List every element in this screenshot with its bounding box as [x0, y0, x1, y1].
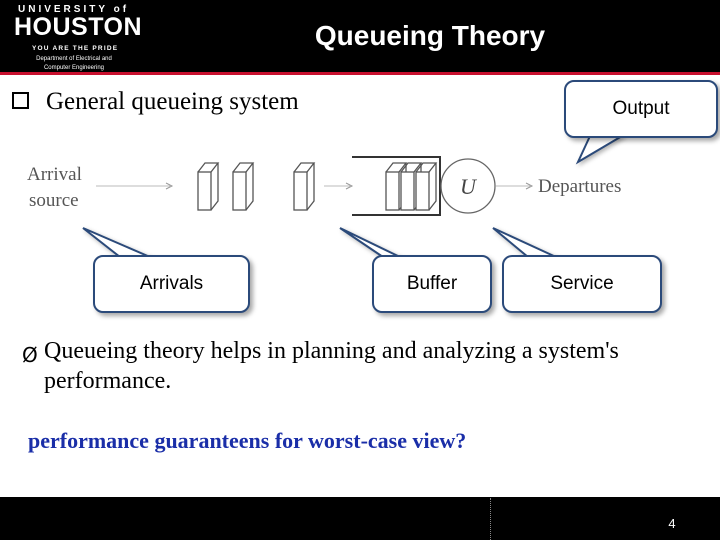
- department-line-2: Computer Engineering: [43, 65, 105, 71]
- output-callout-tail: [575, 135, 626, 165]
- departure-arrowhead: [525, 182, 534, 190]
- server-label: U: [460, 174, 476, 199]
- queue-arrowhead: [345, 182, 354, 190]
- customer-box: [415, 162, 438, 211]
- service-callout-tail: [492, 227, 557, 258]
- header-bar: [0, 0, 720, 72]
- university-logo: UNIVERSITY of HOUSTON YOU ARE THE PRIDE: [4, 2, 144, 70]
- square-bullet-icon: [12, 92, 29, 109]
- source-label: source: [29, 190, 79, 211]
- departures-label: Departures: [538, 176, 622, 197]
- arrivals-callout: Arrivals: [93, 255, 250, 313]
- body-text-line-2: performance.: [44, 368, 172, 394]
- buffer-outline: [352, 156, 441, 216]
- buffer-callout-tail: [339, 227, 401, 258]
- logo-tagline: YOU ARE THE PRIDE: [32, 45, 119, 52]
- header-accent-line: [0, 72, 720, 75]
- buffer-callout: Buffer: [372, 255, 492, 313]
- department-line-1: Department of Electrical and: [36, 56, 112, 62]
- body-text-line-1: Queueing theory helps in planning and an…: [44, 338, 619, 364]
- arrival-arrowhead: [165, 182, 174, 190]
- logo-university-text: UNIVERSITY of: [18, 4, 130, 15]
- arrow-bullet-icon: Ø: [22, 343, 38, 367]
- customer-box: [232, 162, 255, 211]
- footer-divider: [490, 498, 493, 540]
- arrivals-callout-tail: [82, 227, 151, 258]
- question-text: performance guaranteens for worst-case v…: [28, 428, 467, 453]
- arrival-label: Arrival: [27, 164, 82, 185]
- output-callout: Output: [564, 80, 718, 138]
- service-callout: Service: [502, 255, 662, 313]
- section-heading: General queueing system: [46, 88, 299, 115]
- server-circle: [440, 158, 496, 214]
- logo-houston-text: HOUSTON: [14, 13, 143, 41]
- footer-bar: [0, 497, 720, 540]
- customer-box: [197, 162, 220, 211]
- customer-box: [293, 162, 316, 211]
- slide-title: Queueing Theory: [314, 20, 546, 51]
- page-number: 4: [668, 516, 676, 531]
